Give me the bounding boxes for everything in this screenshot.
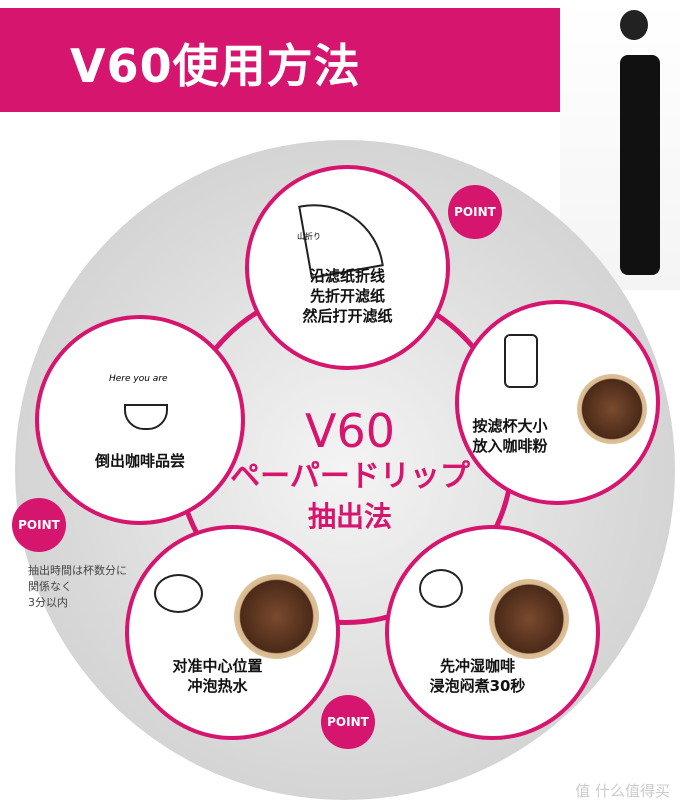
bloom-photo bbox=[489, 579, 569, 659]
center-line1: V60 bbox=[304, 404, 395, 458]
step-1: 山折り 沿滤纸折线 先折开滤纸 然后打开滤纸 bbox=[245, 165, 450, 370]
coffee-cup-icon bbox=[124, 404, 168, 430]
kettle-icon bbox=[419, 569, 463, 608]
step-4: 对准中心位置 冲泡热水 bbox=[125, 525, 340, 740]
point-badge: POINT bbox=[321, 695, 375, 749]
here-you-are-label: Here you are bbox=[109, 374, 168, 384]
point-badge: POINT bbox=[448, 185, 502, 239]
center-line2: ペーパードリップ bbox=[230, 459, 470, 494]
step-text: 倒出咖啡品尝 bbox=[94, 452, 185, 470]
step-text: 对准中心位置 冲泡热水 bbox=[172, 657, 263, 695]
grinder-icon bbox=[504, 334, 538, 388]
step-3: 先冲湿咖啡 浸泡闷煮30秒 bbox=[385, 525, 600, 740]
step-5: Here you are 倒出咖啡品尝 bbox=[35, 315, 245, 525]
center-title: V60 ペーパードリップ 抽出法 bbox=[220, 405, 480, 537]
pour-photo bbox=[234, 574, 319, 659]
step-2: 按滤杯大小 放入咖啡粉 bbox=[455, 300, 660, 505]
fold-label: 山折り bbox=[297, 232, 321, 241]
step-text: 先冲湿咖啡 浸泡闷煮30秒 bbox=[429, 657, 526, 695]
dripper-icon bbox=[154, 574, 203, 613]
extraction-time-note: 抽出時間は杯数分に 関係なく 3分以内 bbox=[28, 564, 127, 609]
center-line3: 抽出法 bbox=[307, 500, 392, 533]
step-text: 按滤杯大小 放入咖啡粉 bbox=[472, 417, 548, 455]
point-badge: POINT bbox=[12, 498, 66, 552]
step-text: 沿滤纸折线 先折开滤纸 然后打开滤纸 bbox=[302, 267, 393, 325]
watermark: 值 什么值得买 bbox=[575, 782, 670, 800]
page-title: V60使用方法 bbox=[70, 39, 361, 93]
coffee-grounds-photo bbox=[577, 374, 647, 444]
title-banner: V60使用方法 bbox=[0, 8, 560, 112]
